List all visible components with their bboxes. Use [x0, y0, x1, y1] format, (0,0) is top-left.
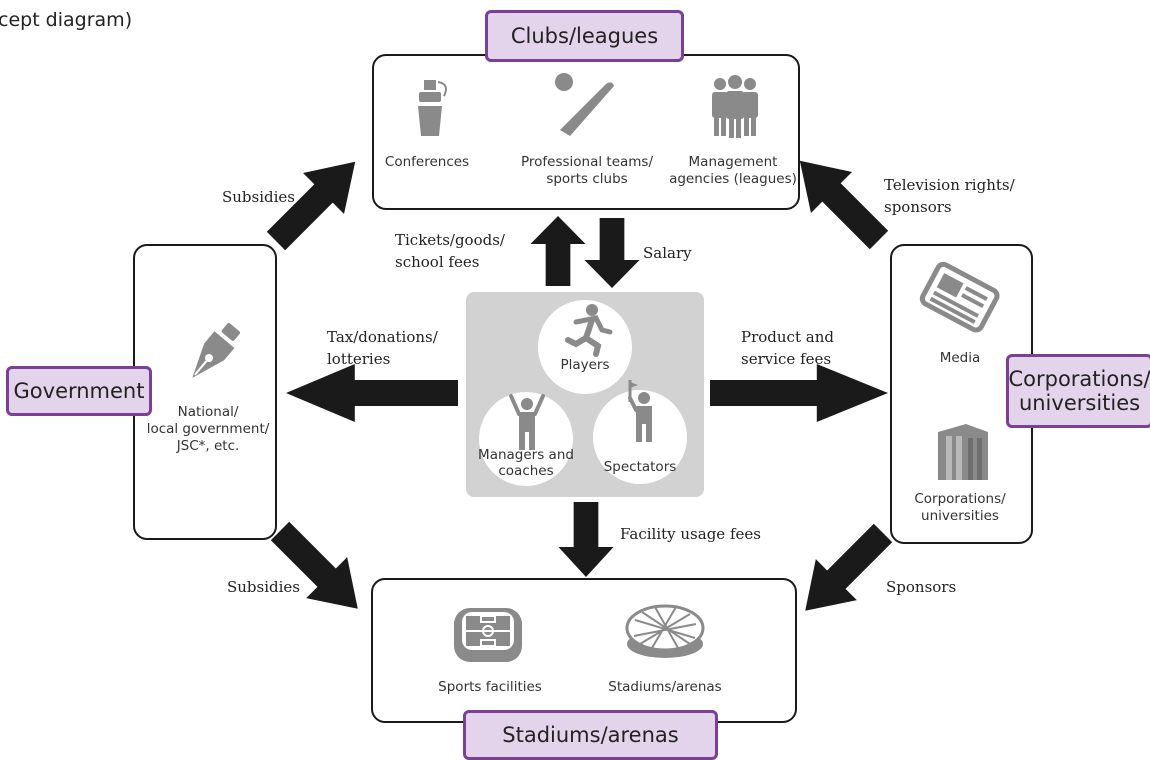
- diagram-caption: cept diagram): [0, 9, 133, 31]
- arrow-tickets-up: [530, 216, 586, 286]
- newspaper-icon: [919, 261, 1000, 333]
- stadiums-arenas-box: [371, 578, 797, 723]
- players-label: Players: [560, 357, 610, 373]
- arrow-tax-left: [286, 364, 458, 422]
- corporations-title: Corporations/ universities: [1006, 354, 1150, 428]
- conferences-label: Conferences: [384, 154, 470, 170]
- flow-subsidies-clubs: Subsidies: [222, 188, 296, 206]
- arrow-product-right: [710, 364, 888, 422]
- management-agencies-label: Management agencies (leagues): [669, 154, 797, 187]
- people-group-icon: [712, 75, 758, 138]
- players-circle: [538, 300, 632, 394]
- arrow-salary-down: [584, 218, 640, 288]
- flow-sponsors: Sponsors: [886, 578, 957, 596]
- flow-subsidies-stadiums: Subsidies: [227, 578, 301, 596]
- media-label: Media: [939, 350, 981, 366]
- government-title: Government: [6, 366, 152, 416]
- runner-icon: [565, 304, 613, 357]
- stadiums-arenas-label: Stadiums/arenas: [608, 679, 722, 695]
- flow-tickets: Tickets/goods/ school fees: [395, 231, 505, 271]
- flow-television-rights: Television rights/ sponsors: [884, 176, 1015, 216]
- clubs-leagues-title: Clubs/leagues: [485, 10, 684, 62]
- flow-facility-usage: Facility usage fees: [620, 525, 761, 543]
- spectators-label: Spectators: [603, 459, 677, 475]
- flag-person-icon: [628, 380, 652, 442]
- bottle-icon: [418, 80, 447, 136]
- sports-facilities-label: Sports facilities: [438, 679, 542, 695]
- stadium-dome-icon: [625, 604, 705, 658]
- arrow-corp-to-stadiums: [784, 512, 904, 632]
- stadiums-arenas-title: Stadiums/arenas: [463, 710, 718, 760]
- flow-product-service: Product and service fees: [741, 328, 834, 368]
- arrow-facility-down: [558, 502, 614, 577]
- flow-tax: Tax/donations/ lotteries: [327, 328, 438, 368]
- fountain-pen-icon: [192, 323, 241, 378]
- cheering-person-icon: [509, 394, 545, 450]
- flow-salary: Salary: [643, 244, 692, 262]
- professional-teams-label: Professional teams/ sports clubs: [520, 154, 654, 187]
- managers-coaches-label: Managers and coaches: [478, 447, 574, 480]
- building-icon: [938, 424, 988, 480]
- national-government-label: National/ local government/ JSC*, etc.: [146, 404, 270, 454]
- arrow-gov-to-stadiums: [259, 510, 379, 630]
- soccer-field-icon: [454, 608, 522, 662]
- baseball-bat-icon: [555, 73, 614, 136]
- corporations-universities-label: Corporations/ universities: [914, 491, 1006, 524]
